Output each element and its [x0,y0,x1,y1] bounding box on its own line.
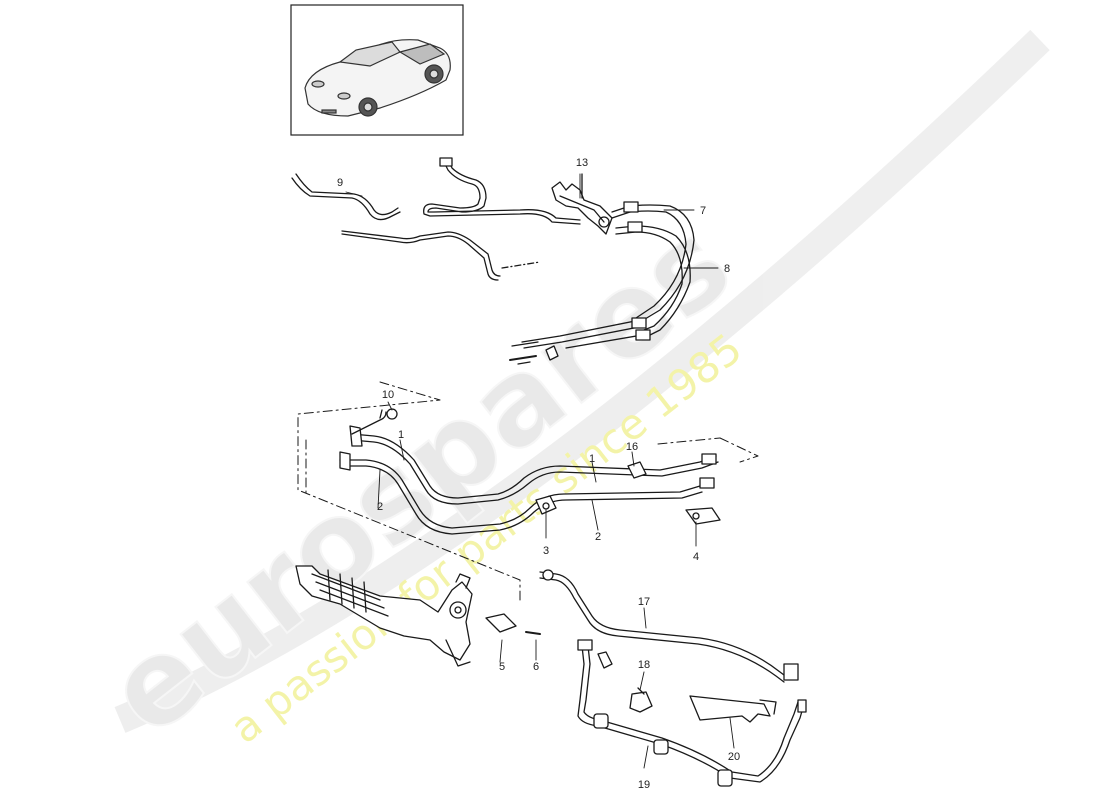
callout-1-left: 1 [398,429,404,441]
callout-labels: 9 13 7 8 10 1 2 1 16 2 3 4 17 5 6 18 20 … [337,157,740,791]
callout-10: 10 [382,389,394,401]
callout-9: 9 [337,177,343,189]
watermark: eurospares a passion for parts since 198… [81,29,1050,763]
car-icon [304,39,451,117]
leader-lines [345,173,735,769]
callout-6: 6 [533,661,539,673]
small-clamps [535,461,721,525]
callout-2-left: 2 [377,501,383,513]
callout-20: 20 [728,751,740,763]
part-17-pipe [539,569,799,683]
car-thumbnail [290,4,464,136]
part-19-pipe [577,639,807,787]
callout-4: 4 [693,551,699,563]
callout-19: 19 [638,779,650,791]
callout-5: 5 [499,661,505,673]
part-18-clip [629,687,653,713]
callout-8: 8 [724,263,730,275]
part-7-8-hoses [509,201,695,365]
callout-18: 18 [638,659,650,671]
callout-2-right: 2 [595,531,601,543]
part-20-shield [689,695,777,723]
callout-13: 13 [576,157,588,169]
diagram-lines [291,157,807,787]
part-9-hose [291,173,401,221]
steering-rack [295,565,541,667]
upper-pipes [341,157,581,281]
callout-16: 16 [626,441,638,453]
assembly-frame [297,381,759,601]
callout-1-right: 1 [589,453,595,465]
callout-17: 17 [638,596,650,608]
callout-7: 7 [700,205,706,217]
callout-3: 3 [543,545,549,557]
part-13-bracket [551,173,613,235]
